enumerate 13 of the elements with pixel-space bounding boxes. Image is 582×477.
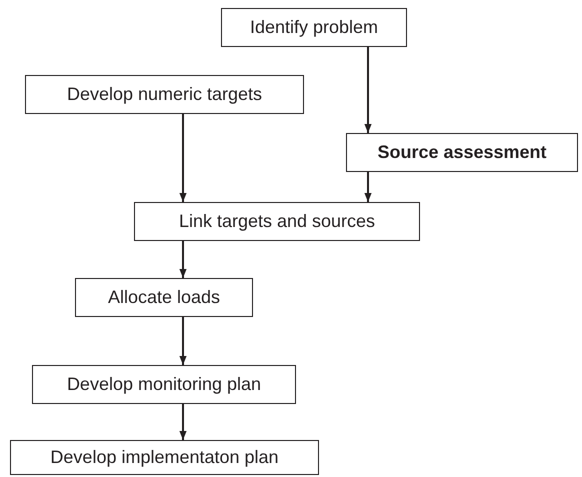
arrow bbox=[179, 114, 187, 202]
process-box: Allocate loads bbox=[75, 278, 253, 317]
arrow bbox=[364, 47, 372, 133]
process-box: Source assessment bbox=[346, 133, 578, 172]
process-box: Develop numeric targets bbox=[25, 75, 304, 114]
process-box: Link targets and sources bbox=[134, 202, 420, 241]
arrow bbox=[364, 172, 372, 202]
process-box: Develop monitoring plan bbox=[32, 365, 296, 404]
arrow bbox=[179, 241, 187, 278]
process-box: Identify problem bbox=[221, 8, 407, 47]
arrow bbox=[179, 317, 187, 365]
process-box: Develop implementaton plan bbox=[10, 440, 319, 475]
arrow bbox=[179, 404, 187, 440]
